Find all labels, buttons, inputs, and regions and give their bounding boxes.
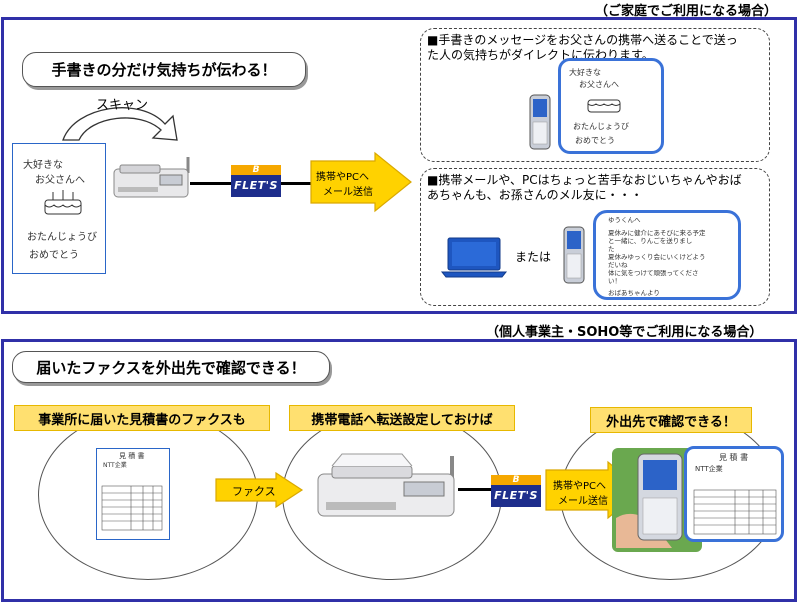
flets-logo-top-b: B (231, 165, 281, 175)
laptop-icon (440, 237, 508, 278)
scan-arrow (62, 107, 178, 141)
phone-bubble-card: 大好きな お父さんへ おたんじょうび おめでとう (558, 58, 664, 154)
mail-send-arrow (310, 151, 412, 213)
office-fax-machine-icon (317, 453, 455, 517)
estimate-bubble-table (693, 489, 777, 535)
card-line-3: おたんじょうび (27, 232, 97, 243)
or-label: または (515, 250, 552, 264)
letter-line-6: だいね (608, 261, 628, 269)
estimate-bubble-company: NTT企業 (695, 465, 723, 473)
flets-logo-bottom-name: FLET'S (491, 485, 541, 507)
scan-label: スキャン (96, 98, 149, 113)
cake-icon (44, 190, 82, 215)
business-title: 届いたファクスを外出先で確認できる！ (12, 351, 330, 383)
mail-send-label-3: 携帯やPCへ (553, 481, 607, 492)
home-title: 手書きの分だけ気持ちが伝わる！ (22, 52, 306, 87)
message-box-grandparents-text: ■携帯メールや、PCはちょっと苦手なおじいちゃんやおばあちゃんも、お孫さんのメル… (427, 173, 742, 202)
letter-line-3: と一緒に、りんごを送りまし (608, 237, 693, 245)
flets-logo-bottom: B FLET'S (491, 475, 541, 507)
fax-arrow (215, 472, 304, 508)
letter-line-9: おばあちゃんより (608, 289, 660, 297)
card-line-1: 大好きな (23, 160, 63, 171)
estimate-table (101, 485, 163, 531)
flets-to-arrow-line (281, 182, 311, 185)
letter-line-7: 体に気をつけて頑張ってくださ (608, 269, 699, 277)
letter-line-1: ゆうくんへ (608, 216, 641, 224)
mail-send-label-1: 携帯やPCへ (316, 172, 370, 183)
flets-logo-top-name: FLET'S (231, 175, 281, 197)
estimate-bubble: 見 積 書 NTT企業 (684, 446, 784, 542)
step1-label: 事業所に届いた見積書のファクスも (14, 405, 270, 431)
step3-label: 外出先で確認できる！ (590, 407, 752, 433)
mail-send-label-2: メール送信 (323, 187, 373, 198)
home-caption: （ご家庭でご利用になる場合） (595, 4, 778, 19)
bubble-cake-icon (587, 99, 621, 113)
letter-line-8: い！ (608, 277, 621, 285)
fax-to-flets-line-2 (458, 488, 492, 491)
mobile-phone-icon (529, 94, 551, 150)
bubble-card-line-2: お父さんへ (579, 80, 619, 89)
letter-bubble: ゆうくんへ 夏休みに健介にあそびに来る予定 と一緒に、りんごを送りまし た 夏休… (593, 210, 741, 300)
letter-line-2: 夏休みに健介にあそびに来る予定 (608, 229, 706, 237)
fax-arrow-label: ファクス (232, 485, 276, 498)
estimate-document: 見 積 書 NTT企業 (96, 448, 170, 540)
estimate-title: 見 積 書 (119, 452, 145, 460)
bubble-card-line-4: おめでとう (575, 136, 615, 145)
message-box-father-text: ■手書きのメッセージをお父さんの携帯へ送ることで送った人の気持ちがダイレクトに伝… (427, 33, 738, 62)
business-caption: （個人事業主・SOHO等でご利用になる場合） (486, 325, 763, 340)
letter-line-4: た (608, 245, 615, 253)
mobile-phone-icon-2 (563, 226, 585, 284)
estimate-bubble-title: 見 積 書 (719, 453, 749, 462)
flets-logo-bottom-b: B (491, 475, 541, 485)
bubble-card-line-1: 大好きな (569, 68, 601, 77)
fax-to-flets-line (190, 182, 232, 185)
mail-send-label-4: メール送信 (558, 496, 608, 507)
fax-machine-icon (113, 157, 190, 198)
flets-logo-top: B FLET'S (231, 165, 281, 197)
handwritten-card: 大好きな お父さんへ おたんじょうび おめでとう (12, 143, 106, 274)
estimate-company: NTT企業 (103, 462, 127, 469)
letter-line-5: 夏休みゆっくり会にいくけどよう (608, 253, 706, 261)
step2-label: 携帯電話へ転送設定しておけば (289, 405, 515, 431)
card-line-2: お父さんへ (35, 175, 85, 186)
bubble-card-line-3: おたんじょうび (573, 122, 629, 131)
hand-holding-phone-icon (612, 448, 702, 552)
card-line-4: おめでとう (29, 250, 79, 261)
